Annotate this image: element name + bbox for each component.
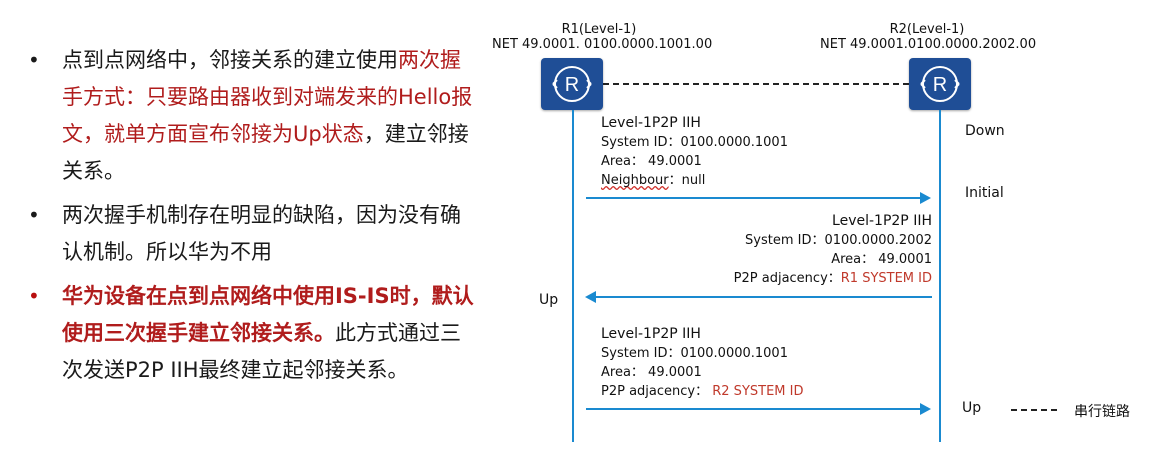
message-1: Level-1P2P IIH System ID：0100.0000.1001 … [601,114,788,190]
bullet-2: • 两次握手机制存在明显的缺陷，因为没有确认机制。所以华为不用 [28,197,478,271]
message-1-line3-label: Neighbour [601,173,669,188]
r1-name: R1(Level-1) [561,22,637,37]
serial-link [603,83,909,85]
state-r2-down: Down [965,123,1005,139]
bullet-dot: • [28,48,40,72]
r2-name: R2(Level-1) [889,22,965,37]
legend-serial-line [1011,409,1057,411]
bullet-dot: • [28,203,40,227]
bullet-dot: • [28,284,40,308]
message-2-line1: System ID：0100.0000.2002 [745,233,932,248]
bullet-3-text-a: 华为设备在点到点网络中使用IS-IS时，默认使用三次握手建立邻接关系。 [62,284,474,345]
message-2-line2: Area： 49.0001 [831,252,932,267]
message-3-line2: Area： 49.0001 [601,365,702,380]
bullet-1-text-b: 两次握手方式：只要路由器收到对端发来的Hello报文，就单方面宣布邻接为Up状态 [62,48,473,146]
r1-timeline [572,110,574,442]
message-1-title: Level-1P2P IIH [601,115,701,131]
arrow-r1-to-r2-2 [586,403,931,415]
r1-label: R1(Level-1) NET 49.0001. 0100.0000.1001.… [492,22,713,52]
bullet-list: • 点到点网络中，邻接关系的建立使用两次握手方式：只要路由器收到对端发来的Hel… [28,42,478,396]
message-2: Level-1P2P IIH System ID：0100.0000.2002 … [734,212,932,288]
message-2-line3-value: R1 SYSTEM ID [840,271,932,286]
message-1-line1: System ID：0100.0000.1001 [601,135,788,150]
message-3-title: Level-1P2P IIH [601,326,701,342]
bullet-3-text-b: 此方式通过三次发送P2P IIH最终建立起邻接关系。 [62,321,461,382]
r2-label: R2(Level-1) NET 49.0001.0100.0000.2002.0… [820,22,1037,52]
state-r2-up: Up [962,400,982,416]
message-3-line3-value: R2 SYSTEM ID [712,384,804,399]
message-3: Level-1P2P IIH System ID：0100.0000.1001 … [601,325,803,401]
bullet-1: • 点到点网络中，邻接关系的建立使用两次握手方式：只要路由器收到对端发来的Hel… [28,42,478,190]
message-2-line3-label: P2P adjacency： [733,271,841,286]
message-2-title: Level-1P2P IIH [832,213,932,229]
arrow-r1-to-r2-1 [586,192,931,204]
router-icon: R [920,66,960,102]
message-1-line3-value: ：null [668,173,706,188]
bullet-1-text-a: 点到点网络中，邻接关系的建立使用 [62,48,398,72]
router-glyph: R [933,74,947,96]
message-1-line3: Neighbour：null [601,171,788,190]
bullet-2-text: 两次握手机制存在明显的缺陷，因为没有确认机制。所以华为不用 [62,203,461,264]
arrow-head-icon [920,403,931,415]
r2-net: NET 49.0001.0100.0000.2002.00 [820,37,1037,52]
message-2-line3: P2P adjacency：R1 SYSTEM ID [734,269,932,288]
message-3-line1: System ID：0100.0000.1001 [601,346,788,361]
bullet-1-text-c: ，建立邻接关系。 [62,122,469,183]
state-r2-initial: Initial [965,185,1004,201]
state-r1-up: Up [539,292,559,308]
bullet-3: • 华为设备在点到点网络中使用IS-IS时，默认使用三次握手建立邻接关系。此方式… [28,278,478,389]
message-3-line3-label: P2P adjacency： [601,384,709,399]
message-1-line2: Area： 49.0001 [601,154,702,169]
message-3-line3: P2P adjacency： R2 SYSTEM ID [601,382,803,401]
router-r2: R [909,58,971,110]
router-icon: R [552,66,592,102]
r2-timeline [939,110,941,442]
router-glyph: R [565,74,579,96]
arrow-head-icon [920,192,931,204]
r1-net: NET 49.0001. 0100.0000.1001.00 [492,37,713,52]
legend-label: 串行链路 [1074,404,1130,420]
arrow-r2-to-r1 [585,291,932,303]
router-r1: R [541,58,603,110]
arrow-head-icon [585,291,596,303]
